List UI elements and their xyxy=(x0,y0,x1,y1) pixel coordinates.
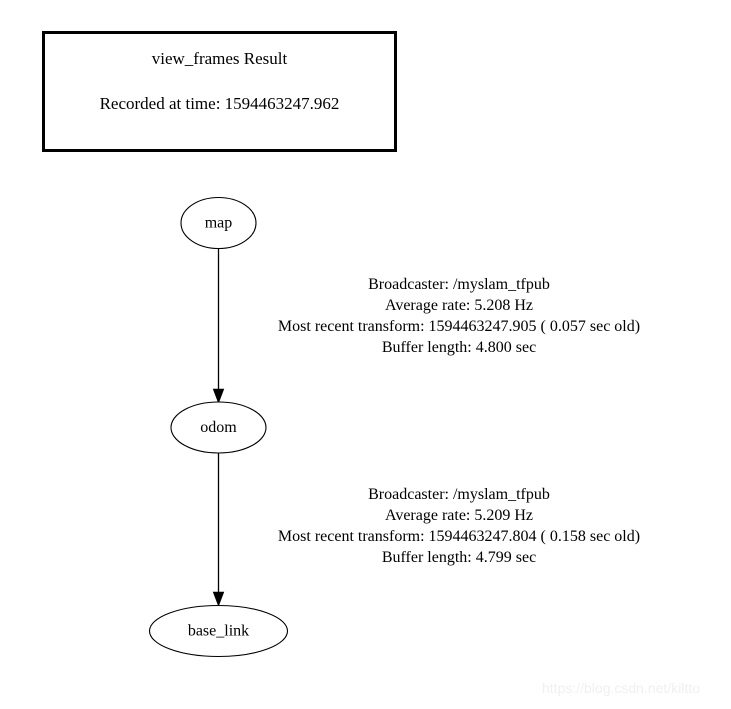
edge-odom-to-base-link xyxy=(212,452,225,607)
edge-label-broadcaster: Broadcaster: /myslam_tfpub xyxy=(368,276,550,293)
edge-label-buffer-length: Buffer length: 4.799 sec xyxy=(381,549,537,566)
node-base-link[interactable]: base_link xyxy=(148,604,289,658)
edge-label-buffer-length: Buffer length: 4.800 sec xyxy=(381,339,537,356)
view-frames-info-box: view_frames Result Recorded at time: 159… xyxy=(42,31,397,152)
edge-label-average-rate: Average rate: 5.208 Hz xyxy=(384,297,534,314)
edge-label-most-recent-transform: Most recent transform: 1594463247.804 ( … xyxy=(277,528,641,545)
node-odom-label: odom xyxy=(200,419,237,436)
node-base-link-label: base_link xyxy=(188,623,249,640)
edge-label-odom-to-base-link: Broadcaster: /myslam_tfpub Average rate:… xyxy=(209,484,709,568)
edge-label-most-recent-transform: Most recent transform: 1594463247.905 ( … xyxy=(277,318,641,335)
edge-map-to-odom xyxy=(212,249,225,404)
node-odom[interactable]: odom xyxy=(170,401,267,454)
watermark: https://blog.csdn.net/kiltto xyxy=(542,680,700,696)
info-box-title: view_frames Result xyxy=(151,49,288,68)
edge-label-broadcaster: Broadcaster: /myslam_tfpub xyxy=(368,486,550,503)
edge-label-map-to-odom: Broadcaster: /myslam_tfpub Average rate:… xyxy=(209,274,709,358)
node-map[interactable]: map xyxy=(180,196,257,250)
node-map-label: map xyxy=(205,215,233,232)
info-box-recorded-time: Recorded at time: 1594463247.962 xyxy=(99,94,340,113)
edge-label-average-rate: Average rate: 5.209 Hz xyxy=(384,507,534,524)
